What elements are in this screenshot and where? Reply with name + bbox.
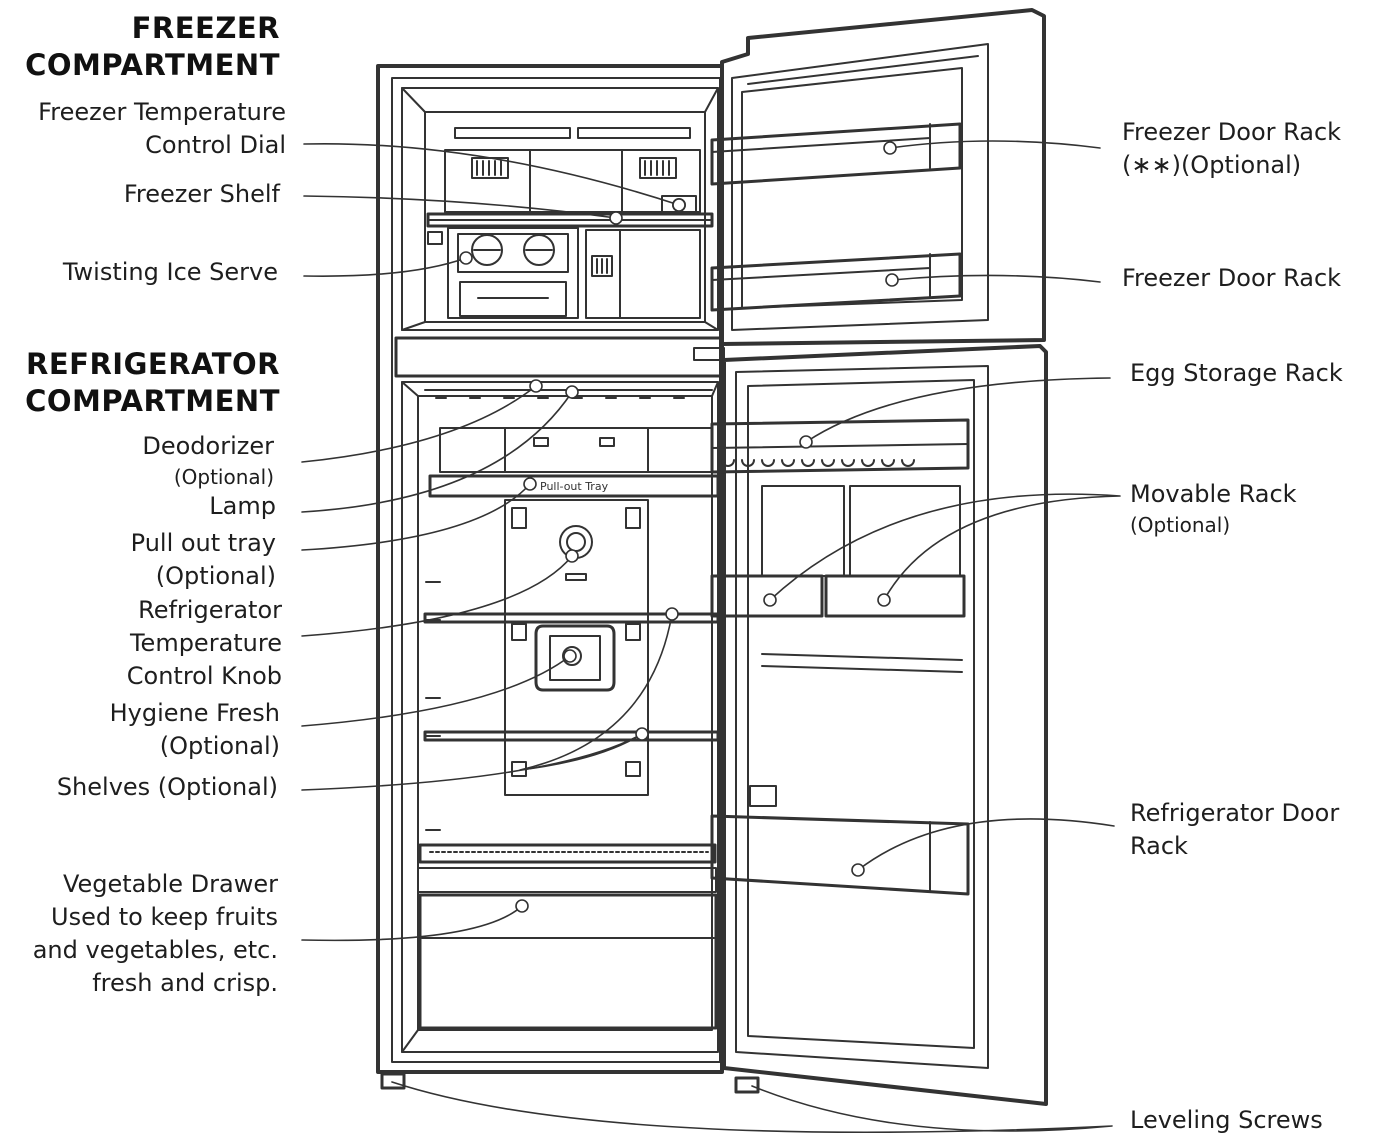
fridge-parts: Pull-out Tray xyxy=(417,389,720,1030)
vent-grille-right xyxy=(639,157,677,179)
label-line: Freezer Door Rack xyxy=(1122,118,1342,146)
label-egg-storage-rack: Egg Storage Rack xyxy=(1130,359,1343,387)
label-freezer-door-rack: Freezer Door Rack xyxy=(1122,264,1342,292)
label-freezer-temp-dial: Freezer Temperature Control Dial xyxy=(38,96,286,162)
heading-line: REFRIGERATOR xyxy=(26,347,280,381)
label-note: (Optional) xyxy=(173,465,274,489)
vent-grille-left xyxy=(471,157,509,179)
label-fridge-door-rack: Refrigerator Door Rack xyxy=(1130,797,1339,863)
callout-dots xyxy=(459,141,899,913)
fridge-door xyxy=(710,344,1048,1106)
refrigerator-compartment-heading: REFRIGERATOR COMPARTMENT xyxy=(25,346,280,420)
freezer-parts xyxy=(426,127,714,319)
label-line: (Optional) xyxy=(159,732,280,760)
label-line: Deodorizer xyxy=(142,432,274,460)
label-movable-rack: Movable Rack (Optional) xyxy=(1130,478,1297,539)
leveling-screws xyxy=(380,1072,760,1094)
label-pull-out-tray: Pull out tray (Optional) xyxy=(131,527,276,593)
label-line: Rack xyxy=(1130,832,1188,860)
label-line: Vegetable Drawer xyxy=(62,870,278,898)
label-hygiene-fresh: Hygiene Fresh (Optional) xyxy=(110,697,280,763)
label-line: Used to keep fruits xyxy=(51,903,278,931)
heading-line: COMPARTMENT xyxy=(25,48,280,82)
heading-line: FREEZER xyxy=(131,11,280,45)
cabinet xyxy=(376,64,724,1074)
heading-line: COMPARTMENT xyxy=(25,384,280,418)
label-leveling-screws: Leveling Screws xyxy=(1130,1106,1323,1134)
label-line: and vegetables, etc. xyxy=(32,936,278,964)
label-line: (Optional) xyxy=(155,562,276,590)
freezer-door xyxy=(693,8,1046,361)
label-line: fresh and crisp. xyxy=(92,969,278,997)
label-freezer-door-rack-optional: Freezer Door Rack (∗∗)(Optional) xyxy=(1122,116,1341,182)
label-shelves: Shelves (Optional) xyxy=(56,773,278,801)
label-deodorizer: Deodorizer (Optional) xyxy=(142,430,274,491)
label-note: (Optional) xyxy=(1130,513,1231,537)
label-line: Control Knob xyxy=(126,662,282,690)
label-line: Freezer Temperature xyxy=(38,98,286,126)
tray-marking: Pull-out Tray xyxy=(540,480,609,493)
label-line: Refrigerator xyxy=(138,596,282,624)
label-freezer-shelf: Freezer Shelf xyxy=(123,180,280,208)
label-line: Temperature xyxy=(129,629,282,657)
label-twisting-ice-serve: Twisting Ice Serve xyxy=(62,258,278,286)
label-vegetable-drawer: Vegetable Drawer Used to keep fruits and… xyxy=(33,868,278,1000)
label-line: Refrigerator Door xyxy=(1130,799,1340,827)
freezer-compartment-heading: FREEZER COMPARTMENT xyxy=(25,10,280,84)
label-line: (∗∗)(Optional) xyxy=(1122,151,1302,179)
label-fridge-temp-knob: Refrigerator Temperature Control Knob xyxy=(127,594,282,693)
label-line: Pull out tray xyxy=(130,529,276,557)
label-lamp: Lamp xyxy=(209,492,276,520)
label-line: Hygiene Fresh xyxy=(109,699,280,727)
label-line: Movable Rack xyxy=(1130,480,1297,508)
label-line: Control Dial xyxy=(145,131,286,159)
callout-lines xyxy=(301,140,1121,1134)
